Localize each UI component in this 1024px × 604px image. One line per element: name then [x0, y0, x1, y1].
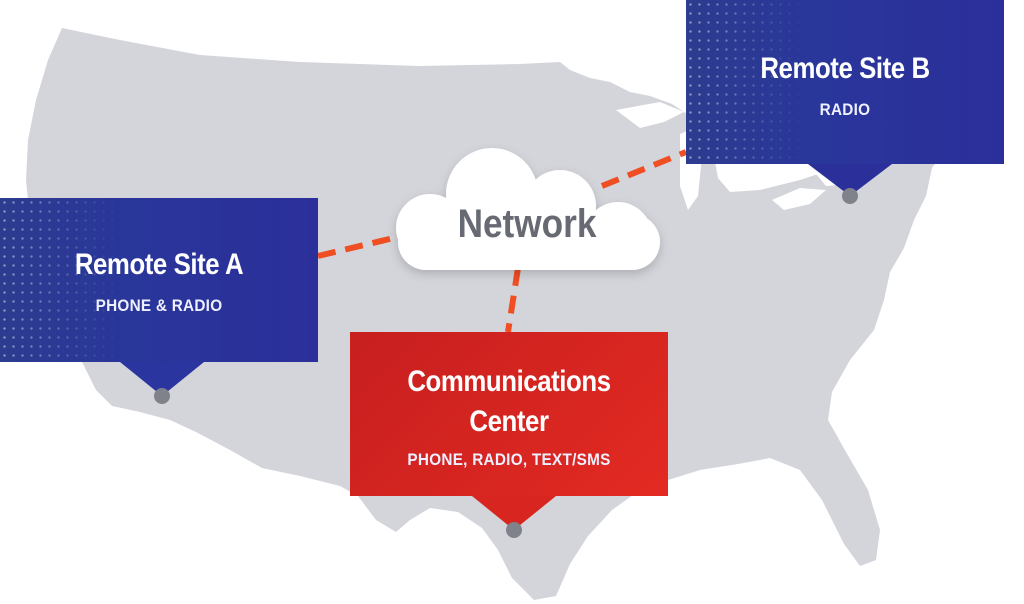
dot-pattern	[686, 0, 806, 164]
comm-center-subtitle: PHONE, RADIO, TEXT/SMS	[407, 450, 611, 469]
cloud-icon	[396, 148, 660, 270]
comm-center-title-line2: Center	[469, 405, 549, 438]
link-network-comm-center	[505, 267, 521, 333]
us-map-shape	[26, 28, 972, 600]
remote-site-b-title: Remote Site B	[760, 52, 930, 85]
link-network-site-b	[600, 149, 688, 189]
site-b-location-pin	[842, 188, 858, 204]
comm-center-pointer	[472, 496, 556, 530]
dot-pattern	[0, 198, 120, 362]
site-b-pointer	[808, 164, 892, 196]
remote-site-a-title: Remote Site A	[74, 248, 244, 281]
comm-center-title-line1: Communications	[407, 365, 611, 398]
connector-lines	[317, 149, 688, 333]
network-label: Network	[457, 202, 597, 246]
remote-site-b-subtitle: RADIO	[819, 100, 871, 119]
link-network-site-a	[317, 233, 403, 259]
remote-site-a-subtitle: PHONE & RADIO	[95, 296, 223, 315]
remote-site-a-box: Remote Site A PHONE & RADIO	[0, 198, 318, 362]
site-a-pointer	[120, 362, 204, 396]
remote-site-b-box: Remote Site B RADIO	[686, 0, 1004, 164]
comm-center-location-pin	[506, 522, 522, 538]
site-a-location-pin	[154, 388, 170, 404]
communications-center-box: Communications Center PHONE, RADIO, TEXT…	[350, 332, 668, 496]
